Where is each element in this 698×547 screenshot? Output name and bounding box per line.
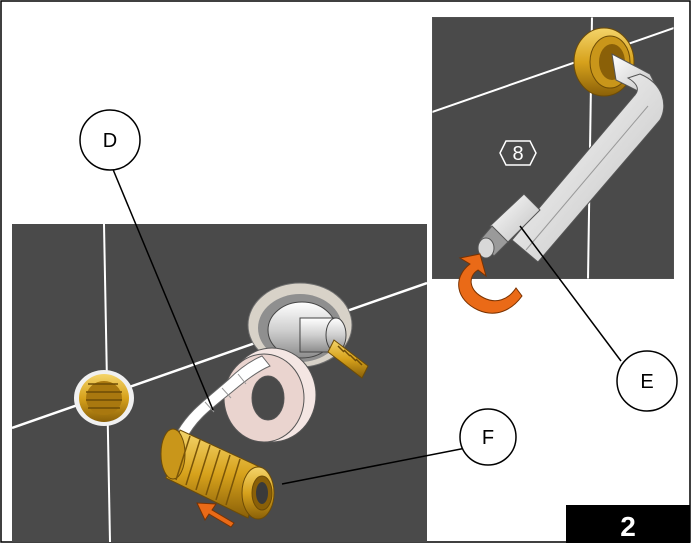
callout-e-label: E — [640, 371, 653, 393]
callout-e-leader — [519, 225, 622, 362]
callout-f: F — [459, 408, 517, 466]
rotation-arrow — [458, 253, 523, 314]
wall-connector-left — [74, 370, 134, 426]
callout-f-label: F — [482, 427, 494, 449]
callout-d-label: D — [103, 130, 117, 152]
wall-flange-fitting — [247, 282, 369, 379]
main-wall-scene — [12, 224, 427, 542]
hex-key-tool — [477, 53, 665, 263]
push-direction-arrow — [196, 502, 235, 528]
hex-size-label: 8 — [512, 143, 523, 165]
ptfe-tape — [177, 355, 271, 441]
threaded-brass-fitting — [160, 428, 275, 520]
callout-e: E — [616, 350, 678, 412]
step-number-badge: 2 — [566, 505, 690, 543]
callout-d: D — [79, 109, 141, 171]
callout-d-leader — [111, 166, 214, 411]
callout-f-leader — [281, 447, 467, 485]
inset-hex-key-scene: 8 — [432, 17, 674, 279]
step-number: 2 — [620, 511, 636, 542]
inset-grout-line-diagonal — [432, 27, 674, 113]
hex-size-symbol: 8 — [499, 140, 537, 166]
